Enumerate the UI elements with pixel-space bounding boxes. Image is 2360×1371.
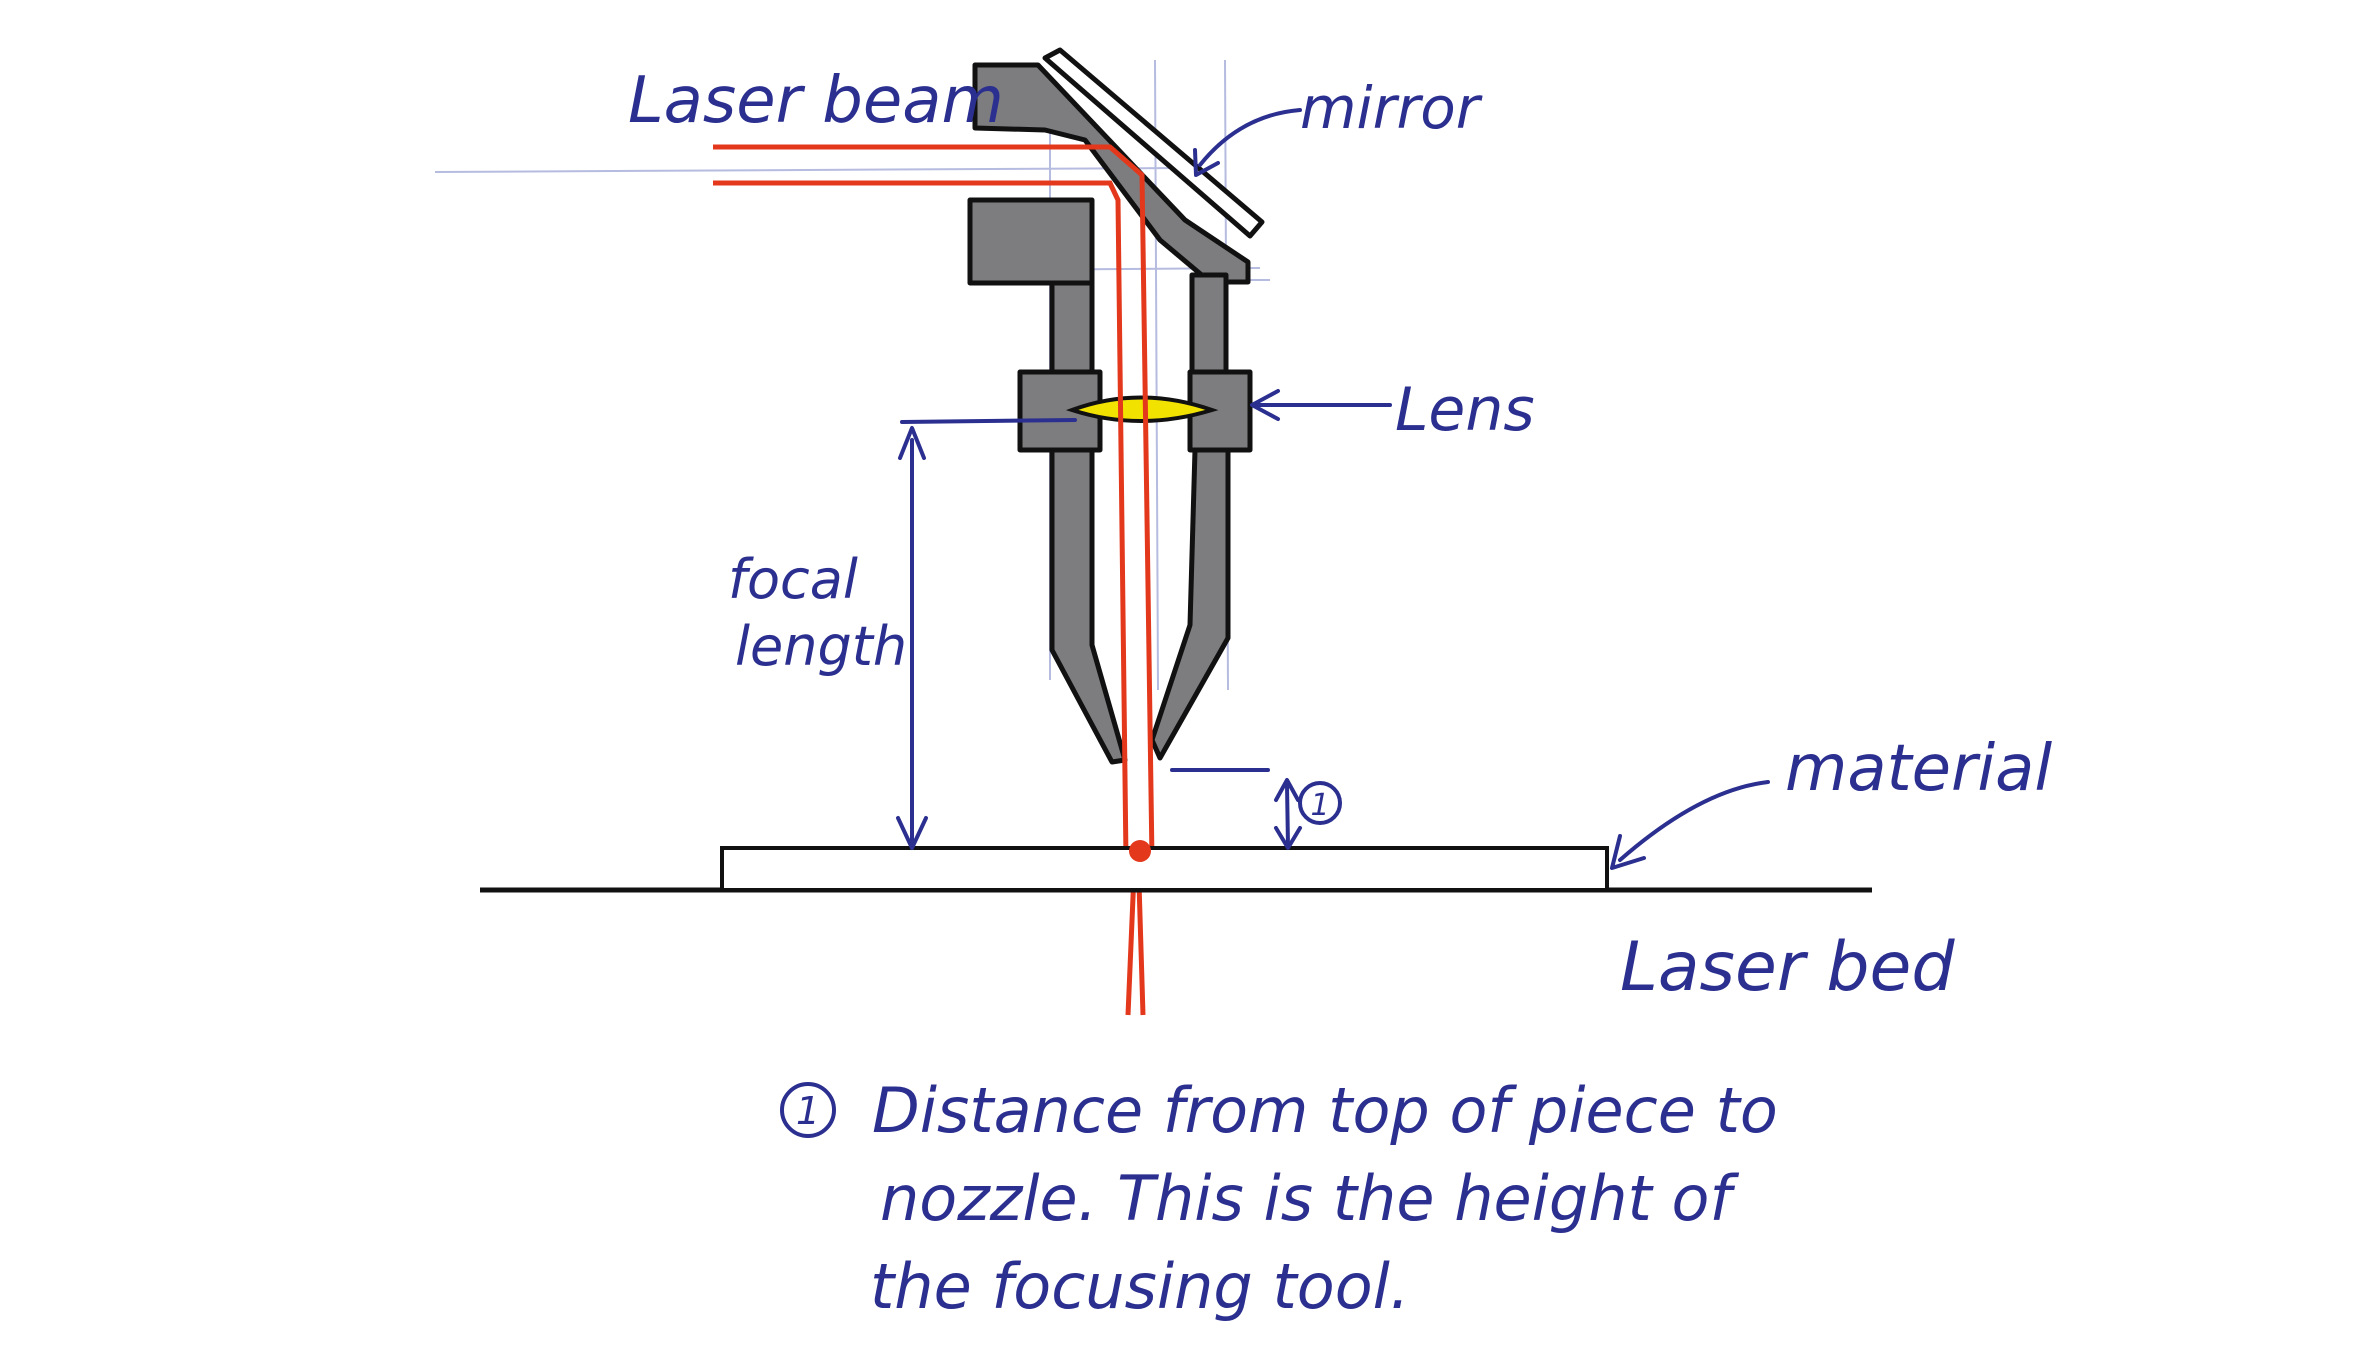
lens-holder-left	[1017, 369, 1103, 453]
focal-length-label-line1: focal	[728, 548, 858, 611]
mirror	[1042, 47, 1265, 239]
material-piece	[720, 846, 1609, 892]
left-tube	[1049, 280, 1095, 375]
nozzle-height-dimension	[1170, 768, 1342, 850]
footnote-line3: the focusing tool.	[870, 1250, 1410, 1323]
lens	[1065, 395, 1219, 423]
laser-beam-label: Laser beam	[628, 64, 1004, 138]
material-label: material	[1785, 732, 2052, 806]
upper-left-body	[967, 197, 1095, 286]
leader-arrows	[1193, 108, 1770, 870]
footnote-line1: Distance from top of piece to	[872, 1074, 1778, 1147]
focal-length-dimension	[896, 418, 1077, 850]
right-tube	[1189, 272, 1229, 375]
lens-holder-right	[1187, 369, 1253, 453]
nozzle-right	[1149, 447, 1231, 761]
footnote-marker: 1	[796, 1089, 820, 1133]
nozzle-left	[1049, 447, 1128, 765]
material-leader	[1618, 780, 1770, 862]
nozzle-height-marker: 1	[1310, 788, 1329, 823]
mirror-leader	[1198, 108, 1302, 167]
footnote-line2: nozzle. This is the height of	[880, 1162, 1739, 1235]
lens-label: Lens	[1395, 375, 1535, 445]
mirror-label: mirror	[1300, 74, 1483, 142]
laser-bed-label: Laser bed	[1620, 928, 1955, 1007]
focal-length-label-line2: length	[735, 615, 907, 678]
focal-point	[1129, 840, 1151, 862]
footnote: 1 Distance from top of piece to nozzle. …	[780, 1074, 1778, 1323]
